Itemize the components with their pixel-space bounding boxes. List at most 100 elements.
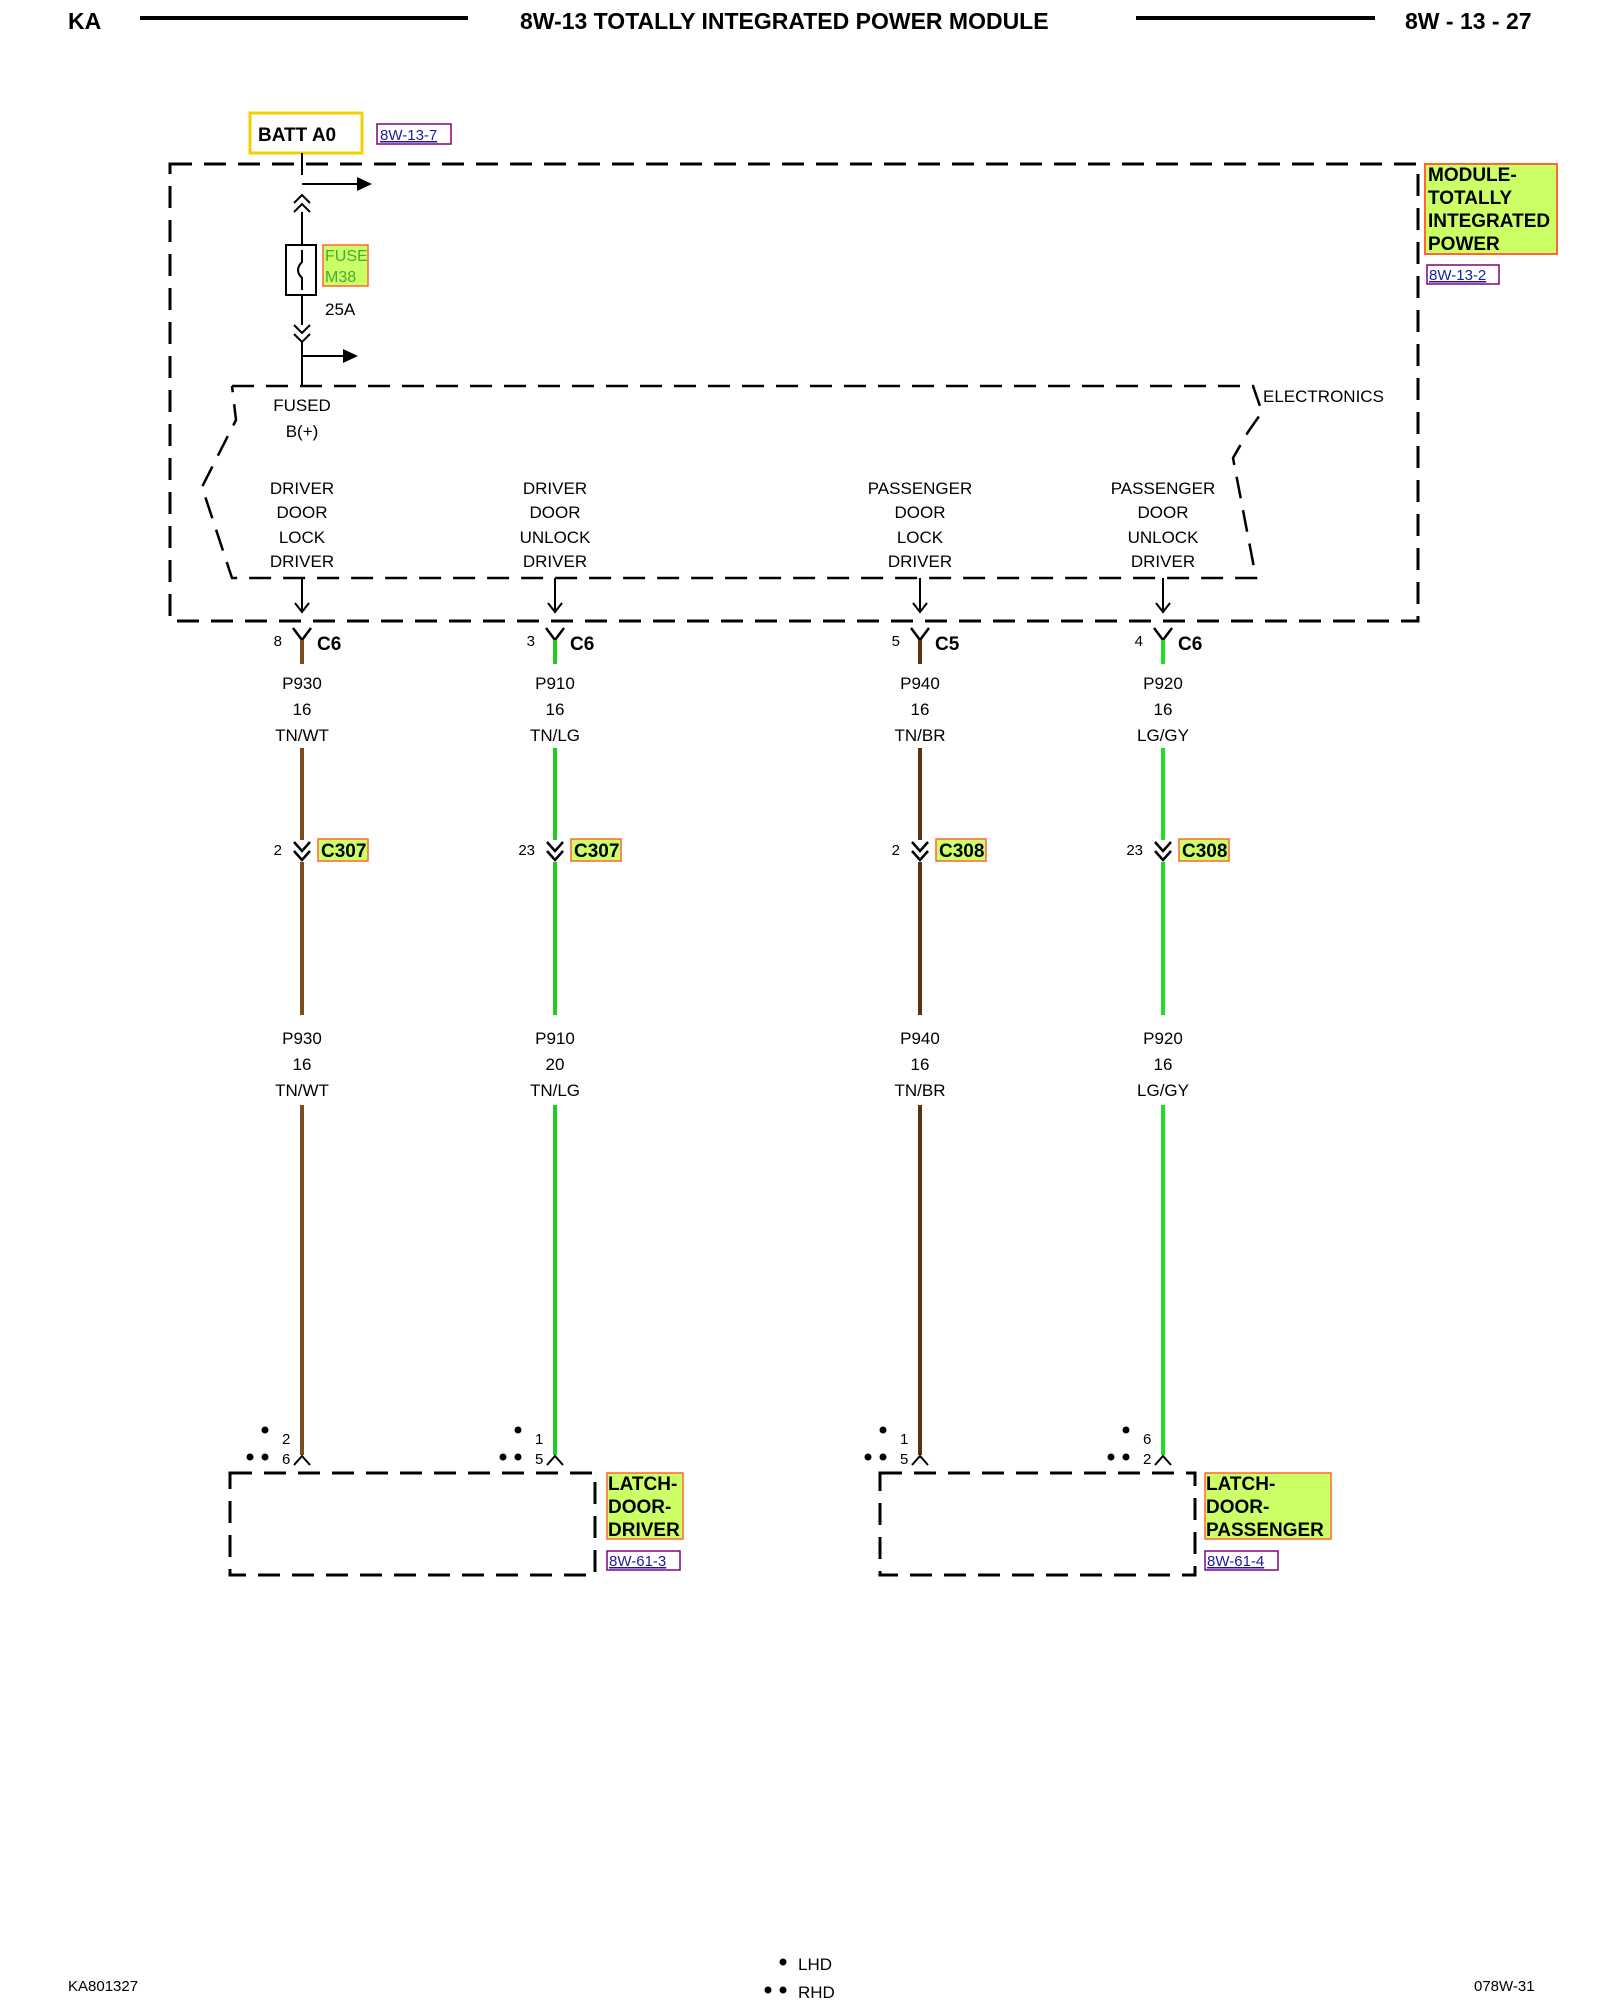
page-number: 8W - 13 - 27 (1405, 8, 1532, 34)
inline-connector-label: C307 (321, 841, 366, 862)
wire-label-bottom: P910 (535, 1029, 575, 1048)
module-outline (168, 162, 1420, 623)
rhd-dot (261, 1453, 269, 1461)
latch-driver-ref[interactable]: 8W-61-3 (609, 1553, 666, 1570)
inline-connector-chevron (293, 841, 311, 853)
cavity-number: 8 (274, 633, 282, 650)
connector-chevron (293, 193, 311, 204)
inline-cavity-number: 23 (1126, 842, 1143, 859)
inline-connector-chevron (911, 850, 929, 862)
latch-connector-symbol (293, 1454, 311, 1466)
rhd-dot (1122, 1453, 1130, 1461)
driver-label-line: LOCK (279, 528, 326, 547)
driver-label-line: DRIVER (523, 479, 587, 498)
arrowhead (294, 602, 310, 614)
cavity-number: 3 (527, 633, 535, 650)
wire-label-top: P940 (900, 674, 940, 693)
inline-connector-chevron (546, 841, 564, 853)
page-title: 8W-13 TOTALLY INTEGRATED POWER MODULE (520, 8, 1049, 34)
connector-chevron (293, 202, 311, 213)
battery-label: BATT A0 (258, 125, 336, 146)
fused-label-line: B(+) (286, 422, 319, 441)
lhd-dot (879, 1426, 887, 1434)
latch-pin-rhd: 5 (535, 1451, 543, 1468)
arrowhead (912, 602, 928, 614)
inline-connector-chevron (546, 850, 564, 862)
module-connector-label: C6 (570, 634, 594, 655)
driver-label-line: UNLOCK (1128, 528, 1200, 547)
electronics-outline (200, 384, 1264, 580)
driver-label-line: PASSENGER (868, 479, 973, 498)
rhd-dot (246, 1453, 254, 1461)
rhd-dot (779, 1986, 787, 1994)
inline-connector-label: C308 (1182, 841, 1227, 862)
inline-cavity-number: 2 (892, 842, 900, 859)
wire-label-top: TN/LG (530, 726, 580, 745)
latch-connector-symbol (546, 1454, 564, 1466)
latch-passenger-name-box (1204, 1472, 1332, 1540)
arrowhead (1155, 602, 1171, 614)
latch-pin-lhd: 1 (535, 1431, 543, 1448)
module-name-line: MODULE- (1428, 165, 1517, 186)
latch-pin-rhd: 2 (1143, 1451, 1151, 1468)
wire-label-top: 16 (911, 700, 930, 719)
driver-label-line: DRIVER (270, 479, 334, 498)
module-ref[interactable]: 8W-13-2 (1429, 267, 1486, 284)
wire-label-bottom: TN/WT (275, 1081, 329, 1100)
latch-driver-name-line: DOOR- (608, 1497, 671, 1518)
wire-label-bottom: 16 (293, 1055, 312, 1074)
driver-label-line: PASSENGER (1111, 479, 1216, 498)
module-connector-symbol (1153, 627, 1173, 643)
rhd-dot (499, 1453, 507, 1461)
inline-connector-label: C307 (574, 841, 619, 862)
driver-label-line: DRIVER (270, 552, 334, 571)
inline-connector-box (570, 838, 622, 862)
module-name-line: TOTALLY (1428, 188, 1512, 209)
legend-rhd: RHD (798, 1983, 835, 2000)
arrowhead (357, 177, 372, 191)
latch-passenger-ref[interactable]: 8W-61-4 (1207, 1553, 1264, 1570)
arrowhead (343, 349, 358, 363)
lhd-dot (261, 1426, 269, 1434)
latch-driver-name-line: DRIVER (608, 1520, 680, 1541)
driver-label-line: DOOR (1138, 503, 1189, 522)
wire-label-top: 16 (293, 700, 312, 719)
wire-label-top: 16 (546, 700, 565, 719)
connector-chevron (293, 333, 311, 344)
inline-connector-box (935, 838, 987, 862)
wire-label-bottom: 20 (546, 1055, 565, 1074)
latch-driver-name-line: LATCH- (608, 1474, 677, 1495)
module-connector-symbol (292, 627, 312, 643)
latch-passenger-ref-box (1204, 1550, 1279, 1571)
rhd-dot (764, 1986, 772, 1994)
latch-driver-outline (228, 1471, 597, 1577)
module-name-line: POWER (1428, 234, 1500, 255)
inline-connector-label: C308 (939, 841, 984, 862)
module-connector-label: C6 (317, 634, 341, 655)
wire-label-bottom: P930 (282, 1029, 322, 1048)
module-name-box (1424, 163, 1558, 255)
battery-ref-box (376, 123, 452, 145)
latch-passenger-name-line: PASSENGER (1206, 1520, 1324, 1541)
fuse-name-line: FUSE (325, 248, 368, 265)
driver-label-line: UNLOCK (520, 528, 592, 547)
latch-pin-rhd: 6 (282, 1451, 290, 1468)
driver-label-line: DRIVER (1131, 552, 1195, 571)
latch-passenger-name-line: LATCH- (1206, 1474, 1275, 1495)
battery-ref[interactable]: 8W-13-7 (380, 127, 437, 144)
rhd-dot (1107, 1453, 1115, 1461)
latch-connector-symbol (1154, 1454, 1172, 1466)
lhd-dot (514, 1426, 522, 1434)
driver-label-line: DOOR (530, 503, 581, 522)
wire-label-top: TN/BR (895, 726, 946, 745)
latch-pin-lhd: 6 (1143, 1431, 1151, 1448)
wire-label-bottom: TN/BR (895, 1081, 946, 1100)
driver-label-line: LOCK (897, 528, 944, 547)
wire-label-top: P910 (535, 674, 575, 693)
latch-driver-name-box (606, 1472, 684, 1540)
arrowhead (547, 602, 563, 614)
fuse-name-line: M38 (325, 269, 356, 286)
wire-label-bottom: LG/GY (1137, 1081, 1189, 1100)
